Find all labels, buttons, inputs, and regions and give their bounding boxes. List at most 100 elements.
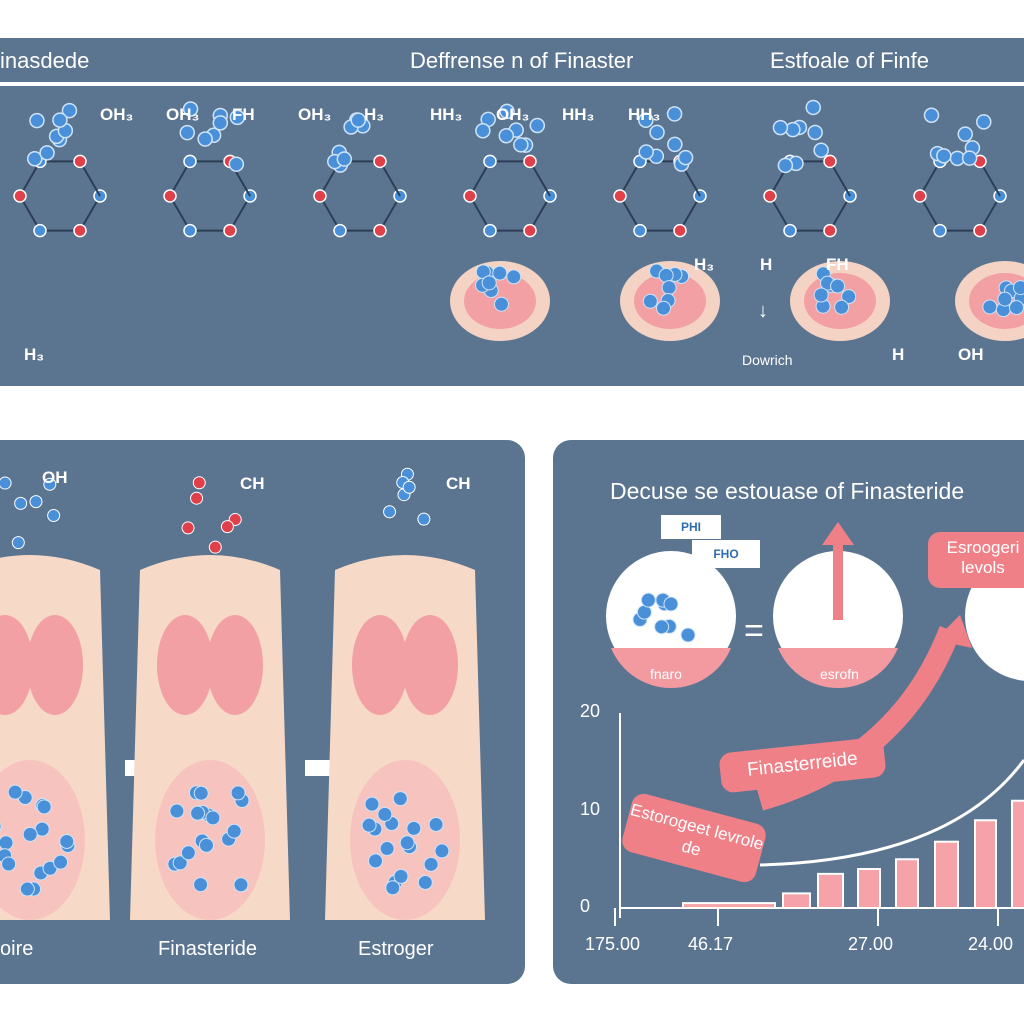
levels-pill: Esroogeri levols — [928, 532, 1024, 588]
atom — [638, 112, 654, 128]
y-tick-label: 0 — [580, 896, 591, 916]
chart-bar — [895, 858, 919, 909]
circle-label: fnaro — [650, 666, 682, 682]
atom-label: H₃ — [364, 105, 385, 124]
callout-box: FHO — [692, 540, 760, 568]
header-title-right: Estfoale of Finfe — [770, 48, 929, 73]
atom — [73, 154, 87, 169]
atom — [172, 855, 188, 871]
atom — [529, 117, 546, 134]
atom — [7, 784, 23, 800]
atom — [673, 223, 687, 238]
stage-label: Finasteride — [158, 938, 257, 960]
atom-label: H₃ — [24, 345, 45, 364]
atom-label: HH₃ — [628, 105, 661, 124]
atom — [190, 805, 206, 821]
atom-label: HH₃ — [562, 105, 595, 124]
right-panel-title: Decuse se estouase of Finasteride — [610, 478, 965, 504]
atom — [228, 156, 245, 172]
atom — [183, 223, 197, 238]
atom — [22, 826, 38, 842]
atom — [493, 296, 509, 312]
trend-curve — [759, 759, 1024, 867]
atom — [333, 223, 347, 238]
arrow-label: Dowrich — [742, 352, 793, 368]
atom — [392, 791, 408, 807]
atom — [498, 127, 515, 144]
atom — [483, 223, 497, 238]
atom — [663, 596, 679, 612]
atom — [483, 154, 497, 169]
atom — [656, 300, 672, 316]
atom-label: H — [892, 345, 905, 364]
atom — [680, 627, 696, 643]
body-illustrations — [0, 467, 485, 920]
header-title-mid: Deffrense n of Finaster — [410, 48, 634, 73]
atom — [198, 837, 214, 853]
atom — [423, 856, 439, 872]
x-tick-label: 175.00 — [585, 934, 641, 954]
y-tick-label: 10 — [580, 798, 601, 819]
atom-label: H₃ — [694, 255, 715, 274]
atom-label: OH₃ — [166, 105, 200, 124]
atom — [53, 854, 69, 870]
atom — [1008, 300, 1024, 316]
atom — [193, 877, 209, 893]
lung-shape — [157, 615, 213, 715]
atom — [181, 521, 195, 535]
atom — [813, 142, 829, 158]
atom — [841, 289, 857, 305]
atom — [961, 150, 978, 166]
atom — [913, 189, 927, 203]
atom — [523, 154, 537, 169]
chart-bar — [1011, 799, 1024, 909]
y-tick-label: 20 — [580, 701, 601, 721]
equals-sign: = — [744, 612, 764, 650]
atom — [642, 293, 658, 309]
atom — [61, 102, 78, 119]
circle-band — [778, 648, 898, 688]
mol-label: CH — [240, 474, 265, 493]
chart-bar — [782, 892, 811, 909]
atom — [39, 145, 55, 161]
atom — [428, 816, 444, 832]
atom — [807, 124, 823, 141]
atom-label: FH — [232, 105, 255, 124]
atom — [976, 114, 992, 130]
atom — [192, 476, 206, 490]
atom — [14, 496, 28, 510]
atom — [805, 99, 822, 116]
lung-shape — [402, 615, 458, 715]
atom — [26, 150, 43, 167]
header-title-left: inasdede — [0, 48, 90, 73]
atom — [169, 803, 185, 819]
atom — [208, 540, 222, 554]
atom — [402, 480, 416, 494]
atom — [677, 149, 694, 166]
atom — [226, 823, 242, 839]
atom — [190, 491, 204, 505]
atom — [640, 592, 656, 608]
atom — [783, 223, 797, 238]
atom-label: FH — [826, 255, 849, 274]
callout-box: PHI — [661, 515, 721, 539]
up-arrow-icon — [833, 540, 843, 620]
atom — [0, 476, 12, 490]
lung-shape — [27, 615, 83, 715]
stage-label: Estroger — [358, 938, 434, 960]
atom — [933, 223, 947, 238]
lung-shape — [352, 615, 408, 715]
atom-label: OH₃ — [496, 105, 530, 124]
atom — [417, 512, 431, 526]
atom — [823, 154, 837, 169]
atom — [666, 106, 683, 122]
atom — [350, 112, 366, 128]
down-arrow-icon: ↓ — [758, 300, 768, 322]
stage-label: oire — [0, 938, 34, 960]
atom — [649, 124, 665, 141]
molecule-band — [0, 86, 1024, 386]
atom — [393, 868, 409, 884]
atom — [667, 136, 683, 153]
atom — [813, 287, 829, 303]
